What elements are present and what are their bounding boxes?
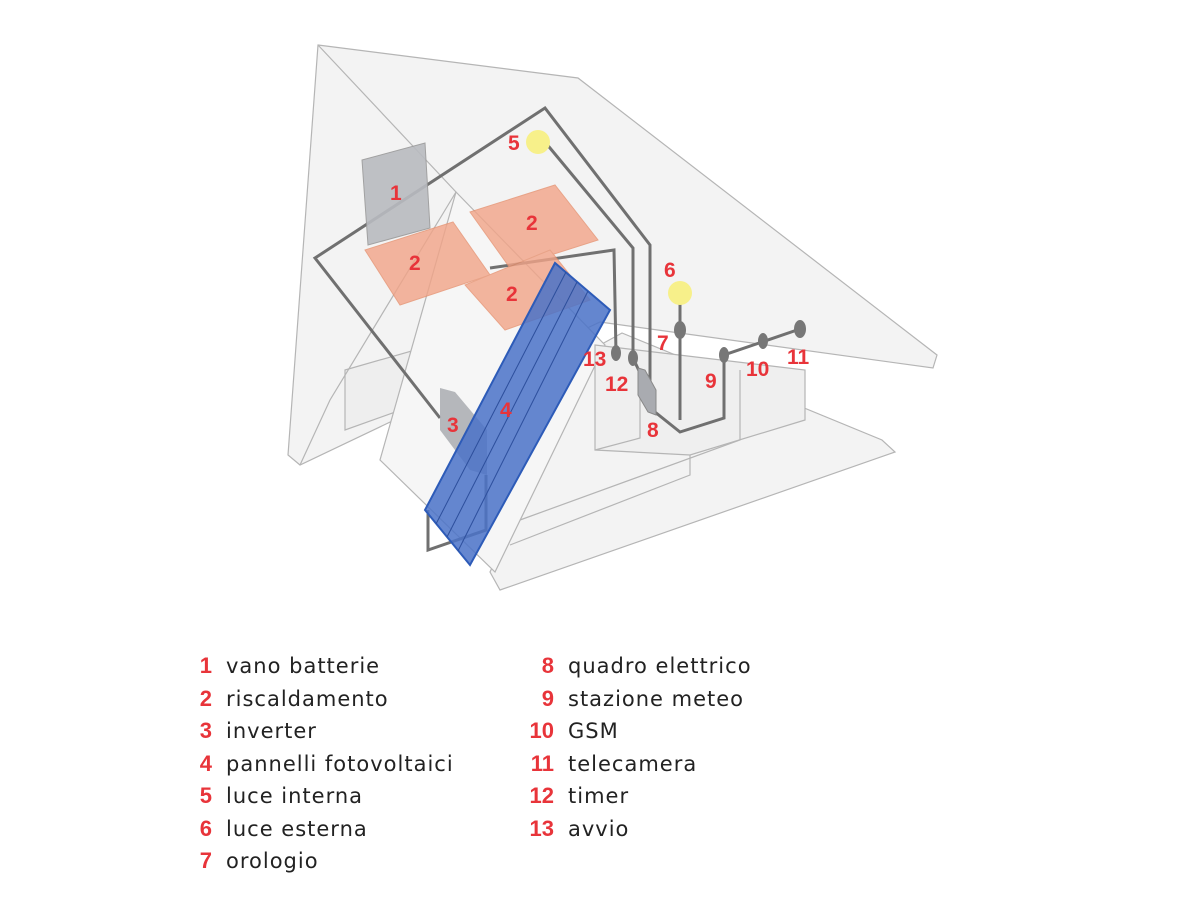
dormer-wall (594, 344, 806, 456)
legend-item: 11 telecamera (520, 748, 752, 781)
legend-text: stazione meteo (568, 686, 745, 711)
legend-item: 13 avvio (520, 813, 752, 846)
legend-text: orologio (226, 849, 319, 874)
label-12: 12 (605, 373, 628, 396)
legend-number: 4 (199, 750, 212, 776)
external-light-icon (668, 281, 692, 305)
label-2: 2 (526, 212, 538, 235)
legend-number: 5 (199, 783, 212, 809)
legend-text: luce esterna (226, 816, 368, 841)
house-diagram: 1 2 2 2 3 4 5 6 7 8 9 10 11 12 13 (287, 44, 938, 591)
house-structure (287, 44, 938, 591)
pv-panel (423, 261, 612, 567)
legend-item: 5 luce interna (190, 780, 454, 813)
label-3: 3 (447, 414, 459, 437)
legend-number: 12 (529, 783, 554, 809)
label-1: 1 (390, 182, 402, 205)
legend-number: 9 (541, 685, 554, 711)
structure-line (317, 44, 457, 193)
legend-number: 3 (199, 718, 212, 744)
label-6: 6 (664, 259, 676, 282)
label-8: 8 (647, 419, 659, 442)
legend-item: 9 stazione meteo (520, 683, 752, 716)
start-node (611, 345, 621, 361)
clock-node (674, 321, 686, 339)
diagram-labels: 1 2 2 2 3 4 5 6 7 8 9 10 11 12 13 (390, 132, 810, 442)
electrical-panel-box (637, 367, 657, 416)
device-nodes (611, 320, 806, 366)
legend-item: 3 inverter (190, 715, 454, 748)
label-2: 2 (506, 283, 518, 306)
legend-item: 1 vano batterie (190, 650, 454, 683)
structure-line (519, 370, 741, 521)
legend-number: 10 (529, 718, 554, 744)
legend-number: 13 (529, 815, 554, 841)
label-7: 7 (657, 332, 669, 355)
structure-line (509, 455, 691, 546)
legend-number: 7 (199, 848, 212, 874)
legend-text: inverter (226, 719, 317, 744)
legend-text: GSM (568, 719, 619, 744)
label-10: 10 (746, 358, 769, 381)
legend-text: pannelli fotovoltaici (226, 751, 454, 776)
legend-item: 4 pannelli fotovoltaici (190, 748, 454, 781)
legend-text: timer (568, 784, 630, 809)
label-13: 13 (583, 348, 606, 371)
heating-panel (469, 184, 599, 269)
legend-item: 8 quadro elettrico (520, 650, 752, 683)
legend-text: telecamera (568, 751, 698, 776)
weather-station-node (719, 347, 729, 363)
legend-text: avvio (568, 816, 630, 841)
legend-number: 8 (541, 653, 554, 679)
legend-text: riscaldamento (226, 686, 389, 711)
legend-item: 6 luce esterna (190, 813, 454, 846)
label-2: 2 (409, 252, 421, 275)
legend-text: luce interna (226, 784, 364, 809)
legend-item: 7 orologio (190, 845, 454, 878)
legend-number: 6 (199, 815, 212, 841)
gsm-node (758, 333, 768, 349)
legend-text: quadro elettrico (568, 654, 752, 679)
label-11: 11 (787, 346, 810, 369)
battery-box (361, 142, 431, 246)
label-9: 9 (705, 370, 717, 393)
internal-light-icon (526, 130, 550, 154)
label-4: 4 (500, 399, 512, 422)
legend-number: 11 (530, 750, 554, 776)
legend-number: 1 (199, 653, 212, 679)
legend-number: 2 (199, 685, 212, 711)
label-5: 5 (508, 132, 520, 155)
legend-text: vano batterie (226, 654, 381, 679)
timer-node (628, 350, 638, 366)
base-floor (489, 332, 897, 591)
legend-item: 2 riscaldamento (190, 683, 454, 716)
structure-line (594, 385, 641, 451)
legend-item: 10 GSM (520, 715, 752, 748)
camera-node (794, 320, 806, 338)
legend-item: 12 timer (520, 780, 752, 813)
